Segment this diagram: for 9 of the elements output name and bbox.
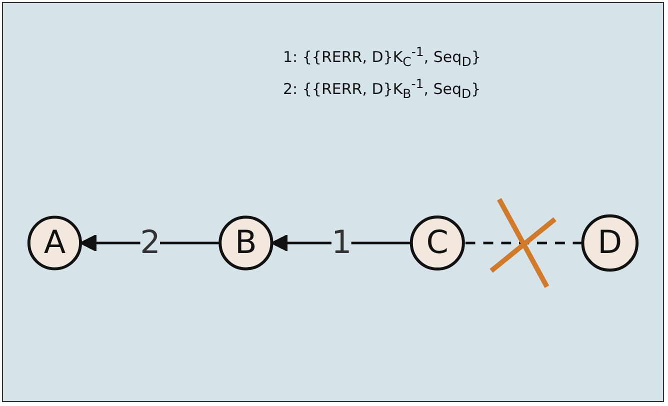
message-text: 2: {{RERR, D}K$_{B}$$^{-1}$, Seq$_{D}$} [283,75,481,103]
node-circle: C [410,215,465,271]
edge-label: 2 [140,223,160,261]
broken-link-line [463,242,583,244]
edge-label: 1 [331,223,352,261]
node-circle: D [581,214,639,272]
node-circle: B [218,216,274,270]
message-text: 1: {{RERR, D}K$_{C}$$^{-1}$, Seq$_{D}$} [283,43,481,71]
node-circle: A [27,216,82,270]
